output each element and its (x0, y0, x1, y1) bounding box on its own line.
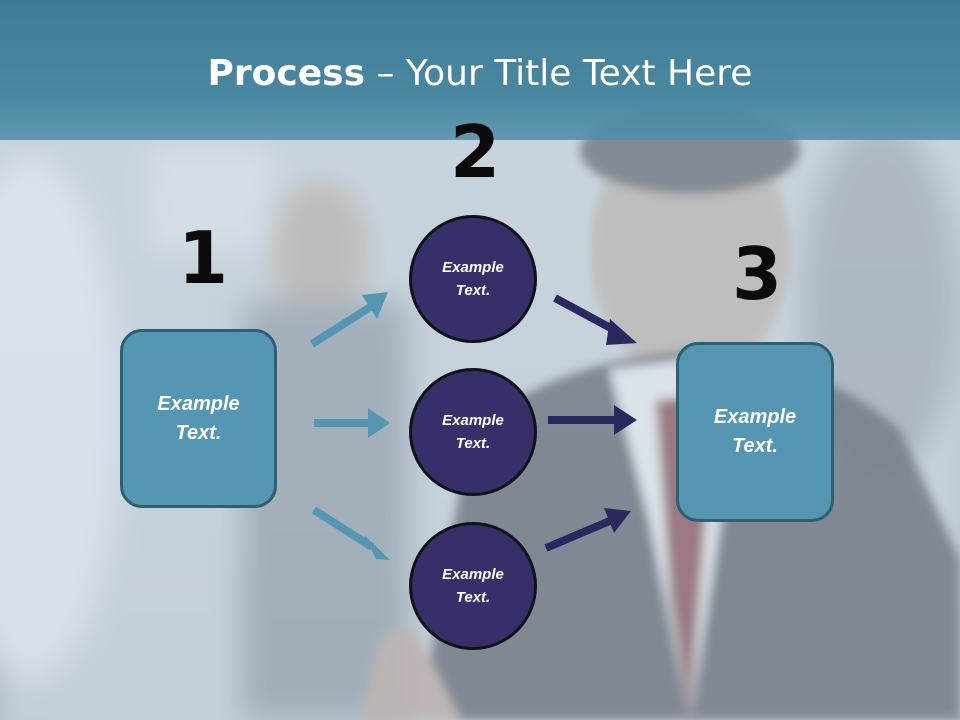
step-3-box: Example Text. (676, 342, 834, 522)
step-2-circle-bottom: Example Text. (409, 522, 537, 650)
step-2-top-text: Example Text. (442, 259, 504, 299)
slide-title: Process – Your Title Text Here (0, 52, 960, 96)
step-2-circle-middle: Example Text. (409, 368, 537, 496)
step-2-bottom-text: Example Text. (442, 566, 504, 606)
title-bold: Process (207, 53, 366, 94)
step-number-1: 1 (178, 216, 229, 300)
step-1-text: Example Text. (157, 392, 240, 444)
step-1-box: Example Text. (120, 329, 277, 508)
step-number-2: 2 (450, 110, 501, 194)
arrow-bottom-to-3 (544, 508, 631, 552)
arrow-top-to-3 (553, 294, 637, 345)
arrow-1-to-middle (314, 408, 390, 438)
title-rest: – Your Title Text Here (365, 53, 753, 94)
step-2-circle-top: Example Text. (409, 215, 537, 343)
step-number-3: 3 (732, 232, 783, 316)
step-3-text: Example Text. (713, 406, 797, 457)
step-2-middle-text: Example Text. (442, 412, 504, 452)
arrow-middle-to-3 (548, 405, 637, 435)
arrow-1-to-bottom (311, 506, 390, 560)
arrow-1-to-top (309, 292, 388, 348)
header-band (0, 0, 960, 140)
